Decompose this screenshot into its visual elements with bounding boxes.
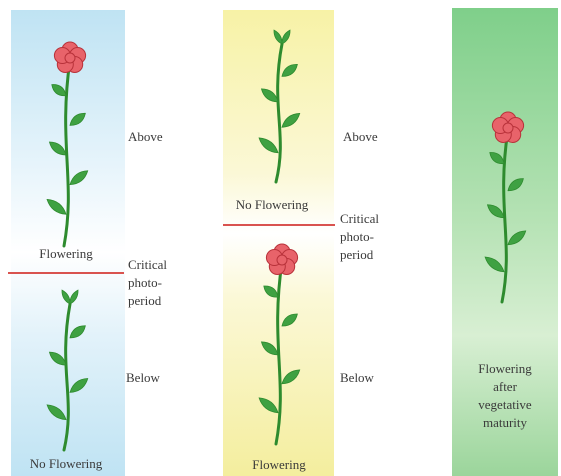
leaf	[280, 367, 303, 387]
leaf	[257, 395, 281, 416]
flower	[54, 42, 85, 72]
leaf-bud	[68, 289, 80, 305]
label-period-left: period	[128, 292, 161, 310]
flowering-plant-day-neutral	[456, 100, 556, 310]
leaf	[280, 61, 300, 79]
caption-no-flowering-short-day: No Flowering	[30, 455, 103, 473]
leaf	[280, 311, 300, 329]
caption-line-maturity: maturity	[483, 414, 527, 432]
leaf	[506, 176, 526, 194]
flowering-plant-short-day-above	[18, 18, 118, 250]
label-critical-middle: Critical	[340, 210, 379, 228]
label-photo-left: photo-	[128, 274, 162, 292]
label-below-middle: Below	[340, 369, 374, 387]
flower	[266, 244, 297, 274]
leaf	[280, 110, 303, 130]
caption-line-after: after	[493, 378, 517, 396]
leaf	[68, 375, 91, 395]
leaf	[68, 323, 88, 341]
label-photo-middle: photo-	[340, 228, 374, 246]
caption-no-flowering-long-day: No Flowering	[236, 196, 309, 214]
vegetative-plant-short-day-below	[18, 284, 118, 456]
leaf-bud	[280, 29, 292, 45]
caption-flowering-short-day: Flowering	[39, 245, 92, 263]
label-below-left: Below	[126, 369, 160, 387]
critical-photoperiod-line-left	[8, 272, 124, 274]
leaf	[45, 402, 69, 423]
vegetative-plant-long-day-above	[230, 22, 330, 194]
plant-stem	[276, 44, 282, 182]
leaf	[506, 228, 529, 248]
plant-stem	[64, 304, 70, 450]
leaf	[45, 196, 69, 217]
leaf	[68, 110, 88, 128]
critical-photoperiod-line-middle	[223, 224, 335, 226]
leaf	[483, 254, 507, 275]
flower	[492, 112, 523, 142]
label-above-middle: Above	[343, 128, 378, 146]
label-above-left: Above	[128, 128, 163, 146]
label-critical-left: Critical	[128, 256, 167, 274]
caption-flowering-long-day: Flowering	[252, 456, 305, 474]
leaf	[68, 168, 91, 188]
caption-line-vegetative: vegetative	[478, 396, 531, 414]
leaf	[257, 135, 281, 156]
label-period-middle: period	[340, 246, 373, 264]
flowering-plant-long-day-below	[230, 232, 330, 454]
caption-line-flowering: Flowering	[478, 360, 531, 378]
